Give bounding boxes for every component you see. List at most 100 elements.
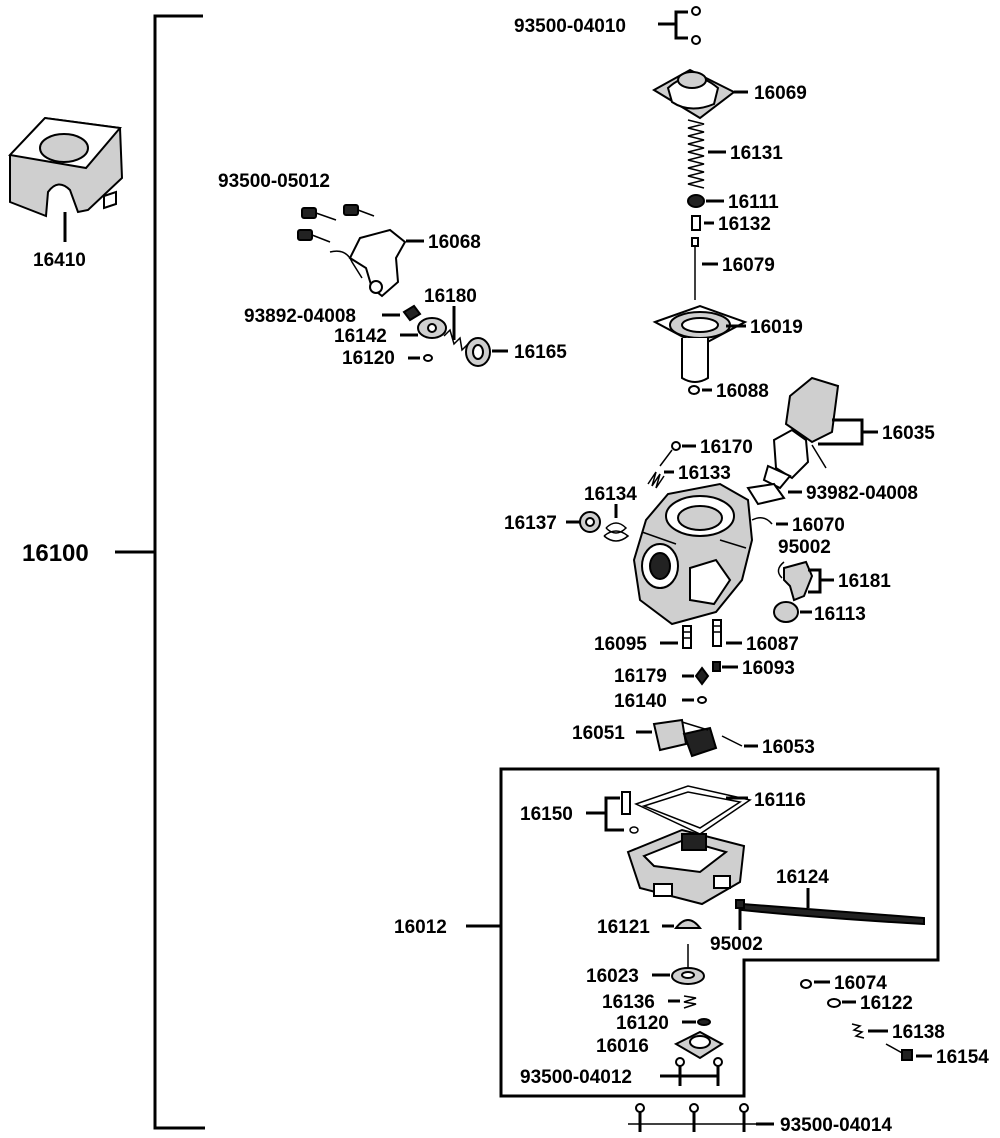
label-16140: 16140 bbox=[614, 691, 667, 712]
label-16053: 16053 bbox=[762, 737, 815, 758]
part-16170-screw bbox=[659, 441, 696, 467]
label-16137: 16137 bbox=[504, 513, 557, 534]
assembly-bracket-16100 bbox=[115, 14, 205, 1130]
part-16133-spring bbox=[647, 470, 674, 489]
label-16079: 16079 bbox=[722, 255, 775, 276]
part-carburetor-body bbox=[632, 482, 754, 626]
label-16019: 16019 bbox=[750, 317, 803, 338]
part-93500-04012-screws bbox=[660, 1057, 723, 1086]
label-16138: 16138 bbox=[892, 1022, 945, 1043]
part-16165-plunger bbox=[465, 337, 508, 367]
part-93500-04010-screws bbox=[658, 6, 701, 45]
label-16180: 16180 bbox=[424, 286, 477, 307]
part-16137-cap bbox=[566, 511, 601, 533]
part-95002-b-clip bbox=[735, 899, 745, 930]
label-16113: 16113 bbox=[814, 604, 866, 625]
part-16088-plug bbox=[688, 385, 712, 395]
label-16124: 16124 bbox=[776, 867, 829, 888]
label-16016: 16016 bbox=[596, 1036, 649, 1057]
part-16070-clip bbox=[751, 517, 788, 526]
part-16132-clip bbox=[691, 215, 714, 231]
label-95002-b: 95002 bbox=[710, 934, 763, 955]
label-93500-05012: 93500-05012 bbox=[218, 171, 330, 192]
part-16087-jet bbox=[712, 619, 742, 647]
label-16088: 16088 bbox=[716, 381, 769, 402]
label-16070: 16070 bbox=[792, 515, 845, 536]
label-16100: 16100 bbox=[22, 540, 89, 567]
part-16069-cap bbox=[652, 68, 748, 120]
label-16154: 16154 bbox=[936, 1047, 989, 1068]
part-16154-screw bbox=[885, 1043, 932, 1061]
part-16181-hose bbox=[783, 560, 834, 602]
label-93500-04014: 93500-04014 bbox=[780, 1115, 892, 1136]
label-16121: 16121 bbox=[597, 917, 650, 938]
label-16165: 16165 bbox=[514, 342, 567, 363]
label-16120-a: 16120 bbox=[342, 348, 395, 369]
label-93982-04008: 93982-04008 bbox=[806, 483, 918, 504]
label-16134: 16134 bbox=[584, 484, 637, 505]
part-16068-bracket bbox=[329, 228, 424, 298]
label-16116: 16116 bbox=[754, 790, 806, 811]
part-16074-washer bbox=[800, 979, 830, 989]
label-16142: 16142 bbox=[334, 326, 387, 347]
label-16087: 16087 bbox=[746, 634, 799, 655]
part-16134-spring bbox=[603, 504, 630, 542]
label-93500-04012: 93500-04012 bbox=[520, 1067, 632, 1088]
label-16136: 16136 bbox=[602, 992, 655, 1013]
part-16113-cap bbox=[773, 601, 812, 623]
part-95002-a-clip bbox=[777, 561, 785, 579]
label-16023: 16023 bbox=[586, 966, 639, 987]
part-16120-a-pin bbox=[408, 354, 433, 362]
part-16116-gasket bbox=[634, 785, 752, 835]
label-16074: 16074 bbox=[834, 973, 887, 994]
label-16132: 16132 bbox=[718, 214, 771, 235]
part-16140-pin bbox=[682, 696, 707, 704]
label-16131: 16131 bbox=[730, 143, 783, 164]
float-chamber-kit-box bbox=[466, 767, 940, 1098]
part-16131-spring bbox=[687, 119, 726, 189]
part-16120-b-pin bbox=[682, 1018, 711, 1026]
part-16410-cover bbox=[7, 116, 124, 242]
label-16170: 16170 bbox=[700, 437, 753, 458]
label-16410: 16410 bbox=[33, 250, 86, 271]
part-16124-hose bbox=[741, 888, 925, 926]
part-16136-spring bbox=[668, 995, 697, 1009]
label-16012: 16012 bbox=[394, 917, 447, 938]
part-16122-oring bbox=[827, 998, 856, 1008]
label-16150: 16150 bbox=[520, 804, 573, 825]
part-16051-float bbox=[636, 718, 718, 758]
part-16079-needle bbox=[691, 237, 718, 300]
part-16023-diaphragm bbox=[652, 944, 705, 985]
part-16016-cover bbox=[673, 1030, 724, 1060]
label-93500-04010: 93500-04010 bbox=[514, 16, 626, 37]
label-16122: 16122 bbox=[860, 993, 913, 1014]
part-16053-pin bbox=[721, 735, 758, 748]
label-16093: 16093 bbox=[742, 658, 795, 679]
part-16142-assembly bbox=[402, 304, 469, 352]
part-16035-auto-choke bbox=[762, 376, 878, 490]
label-16181: 16181 bbox=[838, 571, 891, 592]
label-16120-b: 16120 bbox=[616, 1013, 669, 1034]
part-16019-diaphragm-slide bbox=[652, 304, 748, 383]
part-16150-drain-screw bbox=[586, 791, 639, 834]
part-16179-oring bbox=[682, 666, 710, 686]
label-16035: 16035 bbox=[882, 423, 935, 444]
part-16095-jet bbox=[660, 625, 692, 649]
part-93500-04014-screws bbox=[628, 1103, 774, 1132]
label-16051: 16051 bbox=[572, 723, 625, 744]
part-16093-jet bbox=[712, 661, 738, 672]
label-95002-a: 95002 bbox=[778, 537, 831, 558]
label-16111: 16111 bbox=[728, 192, 779, 213]
part-93982-04008-screw-plate bbox=[746, 482, 802, 506]
label-16133: 16133 bbox=[678, 463, 731, 484]
part-93500-05012-screws bbox=[297, 204, 375, 243]
label-16095: 16095 bbox=[594, 634, 647, 655]
label-16179: 16179 bbox=[614, 666, 667, 687]
part-16111-retainer bbox=[687, 194, 724, 208]
part-float-bowl bbox=[626, 828, 746, 906]
label-93892-04008: 93892-04008 bbox=[244, 306, 356, 327]
label-16068: 16068 bbox=[428, 232, 481, 253]
label-16069: 16069 bbox=[754, 83, 807, 104]
part-16138-spring bbox=[851, 1023, 888, 1039]
